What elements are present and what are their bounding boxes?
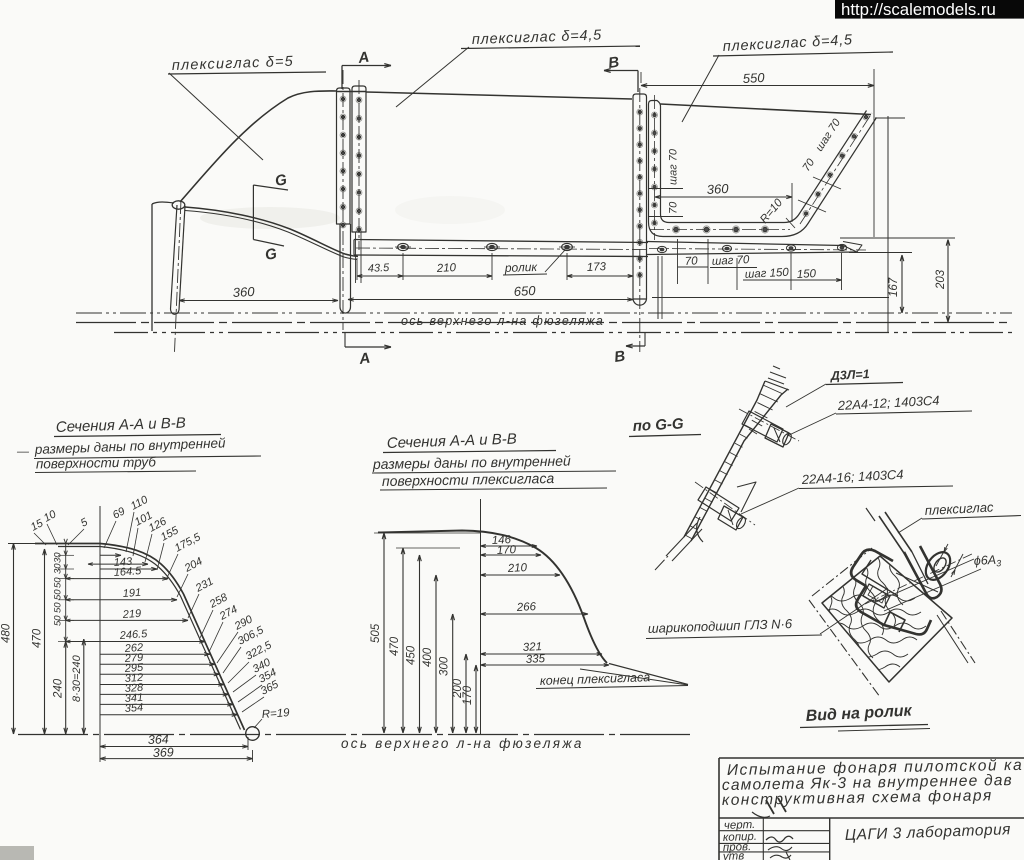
svg-text:191: 191	[122, 587, 141, 600]
svg-text:—: —	[16, 444, 30, 458]
svg-text:240: 240	[53, 678, 65, 699]
svg-text:69: 69	[111, 505, 127, 521]
svg-text:143: 143	[113, 556, 133, 569]
svg-text:43.5: 43.5	[368, 262, 391, 275]
svg-text:70: 70	[668, 201, 680, 214]
svg-text:Вид на ролик: Вид на ролик	[805, 702, 913, 725]
svg-text:G: G	[274, 171, 289, 190]
svg-text:пров.: пров.	[723, 841, 752, 854]
svg-text:Сечения А-А и В-В: Сечения А-А и В-В	[56, 414, 186, 436]
svg-text:480: 480	[1, 623, 13, 643]
svg-text:210: 210	[507, 562, 528, 575]
svg-text:30: 30	[53, 552, 64, 563]
svg-text:364: 364	[148, 732, 169, 747]
svg-text:B: B	[613, 348, 626, 366]
svg-text:поверхности плексигласа: поверхности плексигласа	[382, 470, 555, 489]
svg-text:поверхности труб: поверхности труб	[36, 454, 157, 471]
svg-text:22А4-16; 1403С4: 22А4-16; 1403С4	[800, 467, 904, 487]
svg-text:146: 146	[492, 534, 512, 547]
svg-text:размеры даны по внутренней: размеры даны по внутренней	[34, 435, 227, 457]
svg-text:ролик: ролик	[504, 260, 539, 275]
svg-text:50: 50	[53, 589, 64, 600]
svg-text:http://scalemodels.ru: http://scalemodels.ru	[841, 0, 996, 19]
svg-text:650: 650	[513, 283, 536, 299]
svg-text:470: 470	[32, 628, 44, 648]
svg-text:341: 341	[124, 692, 143, 705]
svg-text:50: 50	[53, 615, 64, 626]
svg-text:A: A	[357, 350, 371, 368]
svg-text:плексиглас δ=4,5: плексиглас δ=4,5	[722, 32, 853, 55]
svg-text:конец плексигласа: конец плексигласа	[540, 670, 651, 688]
svg-text:335: 335	[526, 653, 546, 666]
svg-text:размеры даны по внутренней: размеры даны по внутренней	[372, 453, 571, 472]
svg-text:плексиглас: плексиглас	[924, 499, 994, 518]
svg-text:262: 262	[123, 642, 143, 655]
svg-text:279: 279	[123, 652, 143, 665]
svg-text:самолета Як-3 на внутреннее да: самолета Як-3 на внутреннее дав	[722, 772, 1013, 794]
svg-text:30: 30	[53, 563, 64, 574]
svg-text:22А4-12; 1403С4: 22А4-12; 1403С4	[836, 393, 940, 413]
svg-text:ϕ6А3: ϕ6А3	[973, 553, 1001, 570]
svg-text:312: 312	[124, 672, 143, 685]
svg-text:шарикоподшип ГЛЗ N·6: шарикоподшип ГЛЗ N·6	[648, 616, 794, 636]
svg-text:354: 354	[124, 702, 143, 715]
svg-text:219: 219	[121, 608, 141, 621]
svg-text:Д3Л=1: Д3Л=1	[829, 367, 870, 383]
svg-text:360: 360	[232, 284, 255, 300]
svg-text:Сечения А-А и В-В: Сечения А-А и В-В	[387, 430, 517, 452]
svg-text:295: 295	[123, 662, 144, 675]
svg-text:170: 170	[497, 544, 517, 557]
svg-text:плексиглас δ=5: плексиглас δ=5	[172, 54, 295, 74]
svg-text:шаг 70: шаг 70	[712, 254, 751, 268]
svg-text:конструктивная схема фонаря: конструктивная схема фонаря	[722, 787, 993, 809]
svg-text:300: 300	[439, 656, 451, 676]
svg-text:400: 400	[422, 647, 434, 667]
svg-text:150: 150	[797, 268, 817, 281]
svg-text:164.5: 164.5	[113, 565, 142, 579]
svg-text:210: 210	[436, 262, 457, 275]
svg-text:70: 70	[685, 255, 699, 268]
svg-text:50: 50	[53, 577, 64, 588]
svg-text:550: 550	[742, 70, 765, 86]
svg-text:200: 200	[452, 678, 464, 699]
svg-text:по G-G: по G-G	[632, 415, 684, 435]
svg-text:ЦАГИ 3 лаборатория: ЦАГИ 3 лаборатория	[845, 821, 1012, 844]
svg-text:505: 505	[370, 623, 382, 643]
svg-text:360: 360	[706, 181, 729, 197]
svg-text:плексиглас δ=4,5: плексиглас δ=4,5	[472, 27, 603, 48]
svg-text:450: 450	[406, 645, 418, 665]
svg-text:203: 203	[935, 269, 947, 290]
svg-text:266: 266	[516, 601, 537, 614]
svg-text:R=19: R=19	[261, 707, 290, 721]
svg-text:ось верхнего л-на фюзеляжа: ось верхнего л-на фюзеляжа	[401, 314, 604, 328]
svg-text:черт.: черт.	[724, 819, 756, 832]
svg-text:50: 50	[53, 602, 64, 613]
svg-text:321: 321	[523, 641, 543, 654]
svg-text:369: 369	[153, 745, 174, 760]
svg-text:копир.: копир.	[723, 831, 758, 844]
svg-text:A: A	[356, 49, 370, 67]
svg-text:ось верхнего л-на фюзеляжа: ось верхнего л-на фюзеляжа	[341, 736, 584, 751]
svg-text:167: 167	[888, 277, 900, 297]
svg-text:G: G	[264, 245, 279, 264]
svg-text:Испытание фонаря пилотской ка: Испытание фонаря пилотской ка	[727, 757, 1024, 779]
svg-text:170: 170	[462, 685, 474, 705]
svg-text:B: B	[607, 54, 620, 72]
svg-text:утв: утв	[722, 850, 745, 860]
svg-text:246.5: 246.5	[118, 628, 148, 642]
svg-text:шаг 70: шаг 70	[668, 148, 680, 185]
svg-text:шаг 150: шаг 150	[745, 267, 790, 281]
svg-text:5: 5	[79, 516, 91, 530]
svg-text:470: 470	[389, 636, 401, 656]
svg-text:173: 173	[587, 261, 607, 274]
svg-text:328: 328	[124, 682, 144, 695]
svg-text:8·30=240: 8·30=240	[71, 654, 83, 702]
